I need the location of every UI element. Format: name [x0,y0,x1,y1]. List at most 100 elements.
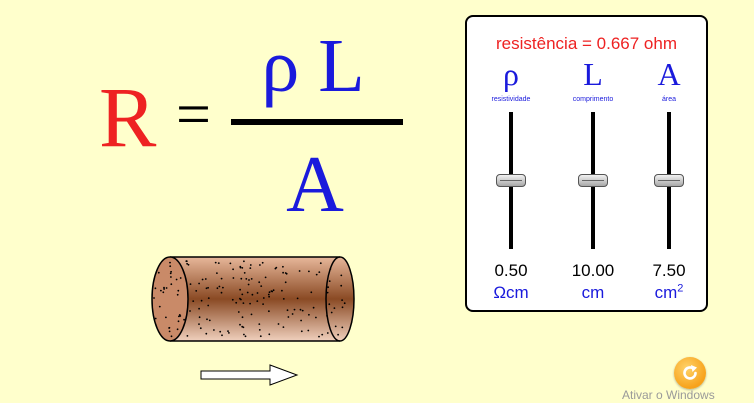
charge-carrier-dot [247,283,250,286]
charge-carrier-dot [310,291,313,294]
charge-carrier-dot [165,287,168,289]
charge-carrier-dot [221,334,223,337]
charge-carrier-dot [179,277,182,279]
charge-carrier-dot [300,330,303,333]
formula-equals-sign: = [176,81,211,149]
charge-carrier-dot [286,309,289,312]
charge-carrier-dot [268,291,271,294]
charge-carrier-dot [195,290,198,292]
charge-carrier-dot [198,282,200,285]
charge-carrier-dot [187,263,190,266]
charge-carrier-dot [216,272,218,274]
charge-carrier-dot [248,279,250,281]
charge-carrier-dot [176,328,179,331]
charge-carrier-dot [220,277,223,280]
charge-carrier-dot [315,273,318,276]
charge-carrier-dot [189,310,191,312]
charge-carrier-dot [267,293,270,296]
charge-carrier-dot [329,268,332,270]
charge-carrier-dot [205,287,208,290]
charge-carrier-dot [300,319,302,322]
charge-carrier-dot [239,266,242,269]
charge-carrier-dot [208,319,211,322]
charge-carrier-dot [291,313,294,315]
charge-carrier-dot [240,277,243,280]
charge-carrier-dot [318,335,320,338]
charge-carrier-dot [237,311,240,313]
charge-carrier-dot [293,308,296,311]
charge-carrier-dot [258,329,261,331]
slider-column-area: A área 7.50 cm2 [634,17,704,314]
slider-unit-area: cm2 [634,283,704,303]
charge-carrier-dot [301,309,304,312]
charge-carrier-dot [220,291,223,294]
slider-thumb-resistivity[interactable] [496,174,526,187]
charge-carrier-dot [258,323,261,325]
charge-carrier-dot [330,311,333,314]
charge-carrier-dot [227,330,229,332]
charge-carrier-dot [307,329,310,332]
charge-carrier-dot [163,286,165,289]
slider-thumb-length[interactable] [578,174,608,187]
resistance-control-panel: resistência = 0.667 ohm ρ resistividade … [465,15,708,312]
charge-carrier-dot [249,267,252,269]
slider-symbol-rho: ρ [503,56,519,92]
charge-carrier-dot [232,277,235,279]
charge-carrier-dot [207,286,209,289]
charge-carrier-dot [241,325,244,328]
charge-carrier-dot [246,291,249,294]
charge-carrier-dot [153,297,155,299]
charge-carrier-dot [239,297,241,300]
reset-icon [683,365,697,380]
reset-button[interactable] [674,357,706,389]
charge-carrier-dot [205,332,208,335]
charge-carrier-dot [315,316,317,319]
charge-carrier-dot [175,278,178,281]
charge-carrier-dot [189,283,192,285]
resistor-cylinder-icon [151,256,355,342]
charge-carrier-dot [158,305,161,308]
charge-carrier-dot [201,278,204,281]
charge-carrier-dot [262,297,265,299]
charge-carrier-dot [308,313,310,316]
slider-thumb-area[interactable] [654,174,684,187]
charge-carrier-dot [198,316,201,319]
charge-carrier-dot [326,332,329,334]
charge-carrier-dot [277,323,280,325]
charge-carrier-dot [284,281,287,284]
charge-carrier-dot [160,289,162,292]
charge-carrier-dot [327,286,329,289]
charge-carrier-dot [214,261,217,264]
charge-carrier-dot [241,267,244,269]
charge-carrier-dot [282,271,284,274]
resistance-readout: resistência = 0.667 ohm [496,34,677,53]
charge-carrier-dot [319,262,322,265]
charge-carrier-dot [154,287,157,290]
fraction-bar [231,119,403,125]
charge-carrier-dot [274,267,277,270]
formula-resistance-symbol: R [99,69,157,165]
charge-carrier-dot [333,307,336,309]
charge-carrier-dot [207,297,210,299]
charge-carrier-dot [186,262,188,265]
charge-carrier-dot [282,298,285,300]
charge-carrier-dot [326,315,328,317]
charge-carrier-dot [217,262,220,264]
current-arrow-icon [200,364,299,386]
formula-numerator: ρ L [261,24,365,108]
charge-carrier-dot [207,304,210,307]
charge-carrier-dot [318,271,321,273]
charge-carrier-dot [298,270,301,272]
charge-carrier-dot [268,310,270,313]
charge-carrier-dot [219,330,222,333]
charge-carrier-dot [232,268,234,271]
charge-carrier-dot [250,313,253,316]
charge-carrier-dot [251,293,254,296]
charge-carrier-dot [213,329,215,331]
charge-carrier-dot [340,284,343,287]
charge-carrier-dot [244,335,247,338]
charge-carrier-dot [169,265,172,268]
slider-column-resistivity: ρ resistividade 0.50 Ωcm [476,17,546,314]
charge-carrier-dot [170,276,172,278]
charge-carrier-dot [177,320,180,323]
